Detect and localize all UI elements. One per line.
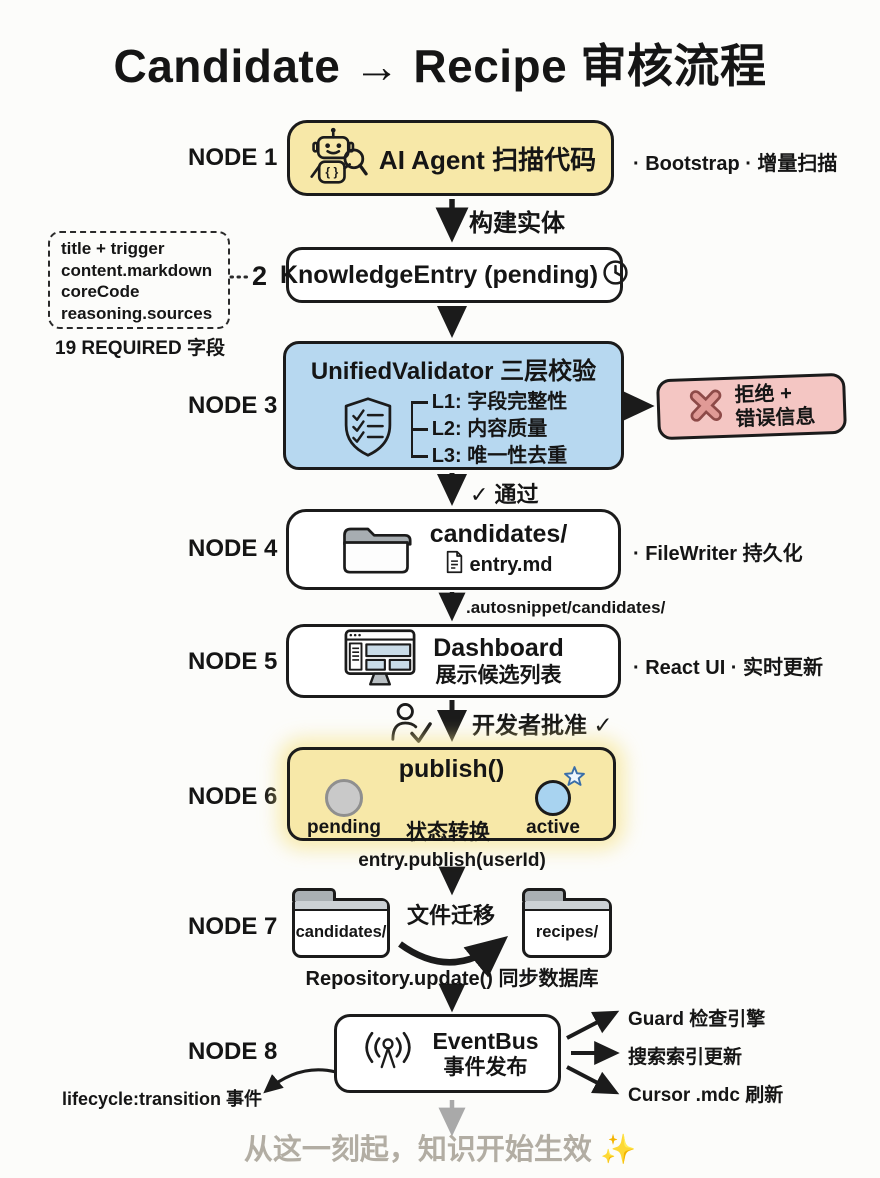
node2-label: 2	[252, 261, 268, 291]
layer-item: L3: 唯一性去重	[411, 443, 567, 470]
clock-icon	[602, 259, 629, 291]
pending-state-label: pending	[307, 817, 381, 838]
sparkles-icon: ✨	[599, 1134, 637, 1166]
reject-line1: 拒绝 +	[734, 382, 793, 407]
node5-box: Dashboard 展示候选列表	[286, 624, 621, 698]
arrow5-label: 开发者批准 ✓	[472, 712, 613, 738]
page-title: Candidate → Recipe 审核流程	[113, 40, 767, 92]
node1-label: NODE 1	[188, 144, 278, 171]
field-item: reasoning.sources	[61, 303, 213, 323]
node2-box: KnowledgeEntry (pending)	[280, 247, 628, 303]
field-item: coreCode	[61, 282, 140, 301]
footer-text: 从这一刻起，知识开始生效	[243, 1134, 600, 1166]
candidates-folder: candidates/	[291, 888, 390, 958]
node2-fields-box: title + trigger content.markdown coreCod…	[48, 231, 230, 329]
validation-layers: L1: 字段完整性 L2: 内容质量 L3: 唯一性去重	[410, 389, 568, 470]
reject-line2: 错误信息	[735, 405, 816, 431]
layer-item: L1: 字段完整性	[411, 389, 567, 416]
migration-label: 文件迁移	[407, 903, 496, 928]
star-icon	[564, 766, 585, 792]
arrow4-label: .autosnippet/candidates/	[466, 598, 666, 617]
field-item: title + trigger	[61, 239, 165, 258]
node8-label: NODE 8	[188, 1038, 278, 1065]
node2-fields-note: 19 REQUIRED 字段	[55, 338, 225, 359]
node5-label: NODE 5	[188, 648, 278, 675]
developer-approve-icon	[388, 702, 434, 749]
node8-line2: 事件发布	[443, 1055, 528, 1079]
recipes-folder: recipes/	[521, 888, 612, 958]
dashboard-monitor-icon	[343, 627, 417, 696]
node3-title: UnifiedValidator 三层校验	[310, 358, 597, 385]
node3-label: NODE 3	[188, 392, 278, 419]
node4-file-name: entry.md	[469, 553, 553, 576]
output-search-index: 搜索索引更新	[628, 1047, 743, 1068]
node6-label: NODE 6	[188, 783, 278, 810]
node2-text: KnowledgeEntry (pending)	[279, 260, 599, 289]
output-guard: Guard 检查引擎	[628, 1009, 766, 1030]
node4-label: NODE 4	[188, 535, 278, 562]
candidates-folder-name: candidates/	[295, 922, 387, 941]
document-icon	[445, 550, 464, 580]
node1-side-note: · Bootstrap · 增量扫描	[633, 153, 838, 175]
field-item: content.markdown	[61, 260, 213, 280]
footer-tagline: 从这一刻起，知识开始生效 ✨	[0, 1126, 880, 1168]
lifecycle-event-label: lifecycle:transition 事件	[62, 1089, 263, 1109]
node5-line1: Dashboard	[433, 633, 564, 662]
output-cursor-mdc: Cursor .mdc 刷新	[628, 1085, 784, 1106]
node6-call-label: entry.publish(userId)	[358, 850, 546, 871]
node6-box: publish() pending 状态转换 active	[287, 747, 616, 844]
svg-text:{ }: { }	[325, 165, 338, 179]
active-state-circle	[535, 780, 571, 816]
pending-state-circle	[325, 779, 363, 817]
node8-line1: EventBus	[432, 1027, 539, 1054]
pass-label: ✓ 通过	[470, 482, 539, 507]
recipes-folder-name: recipes/	[535, 922, 599, 941]
shield-checklist-icon	[340, 396, 396, 463]
layer-item: L2: 内容质量	[411, 416, 568, 443]
node7-label: NODE 7	[188, 913, 278, 940]
broadcast-icon	[356, 1026, 420, 1081]
arrow1-label: 构建实体	[469, 210, 565, 237]
node5-line2: 展示候选列表	[435, 664, 562, 688]
node4-folder-name: candidates/	[429, 520, 568, 549]
node6-title: publish()	[398, 755, 505, 783]
node4-box: candidates/ entry.md	[286, 509, 621, 590]
node1-text: AI Agent 扫描代码	[378, 144, 597, 175]
node7-sync-label: Repository.update() 同步数据库	[305, 968, 599, 990]
node1-box: { } AI Agent 扫描代码	[287, 120, 614, 196]
node4-side-note: · FileWriter 持久化	[633, 543, 803, 565]
folder-icon	[340, 518, 412, 581]
node5-side-note: · React UI · 实时更新	[633, 657, 824, 679]
active-state-label: active	[526, 817, 580, 838]
robot-scan-icon: { }	[305, 126, 369, 191]
transition-label: 状态转换	[406, 821, 490, 844]
reject-box: 拒绝 + 错误信息	[655, 372, 848, 441]
x-cross-icon	[687, 387, 724, 429]
node8-box: EventBus 事件发布	[334, 1014, 561, 1093]
node3-box: UnifiedValidator 三层校验 L1: 字段完整性 L2: 内容质量…	[283, 341, 624, 470]
